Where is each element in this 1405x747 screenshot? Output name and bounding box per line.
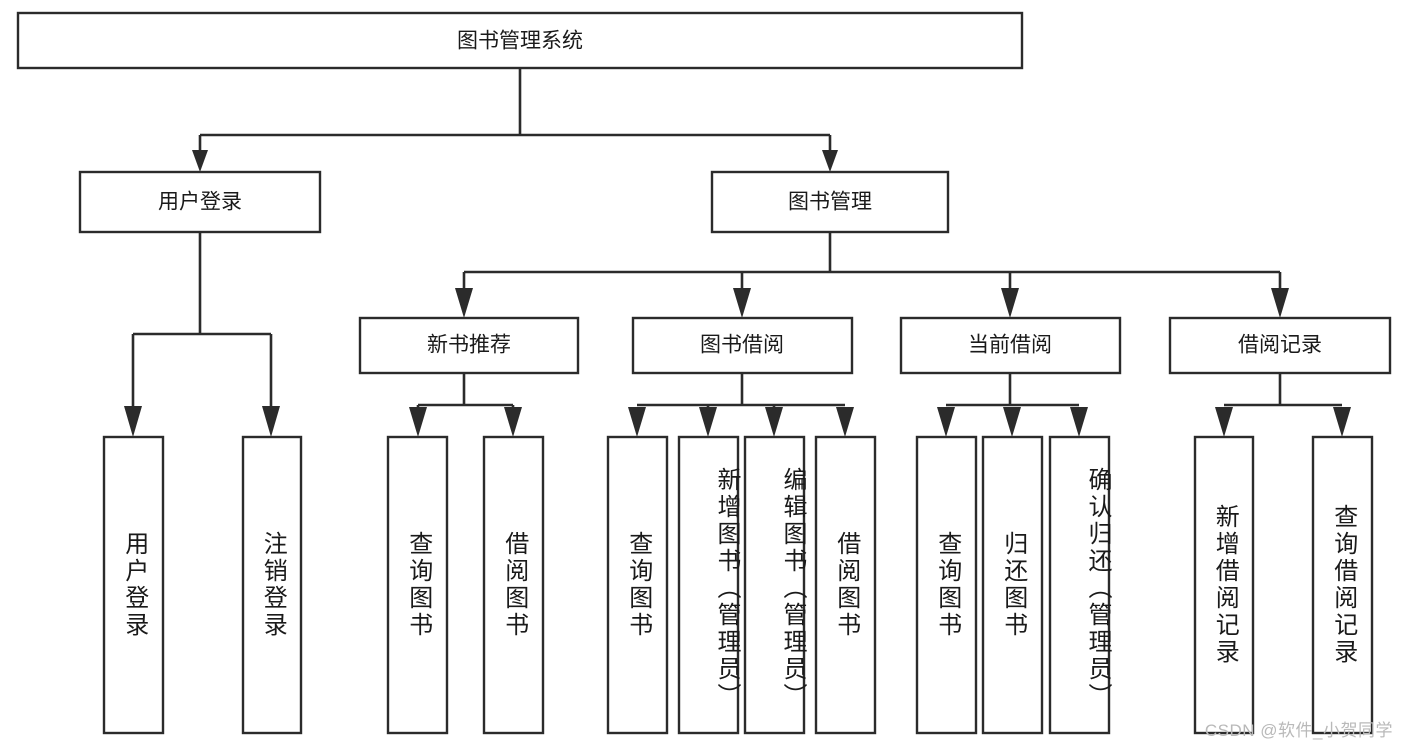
arrow-head-new-book-recommend — [455, 288, 473, 318]
connector-group-book-management — [455, 232, 1289, 318]
arrow-head-book-management — [822, 150, 838, 172]
node-borrow-record[interactable] — [1168, 316, 1392, 375]
node-leaf-confirm-return[interactable] — [1048, 435, 1111, 735]
node-leaf-add-record[interactable] — [1193, 435, 1255, 735]
node-leaf-query-book-2[interactable] — [606, 435, 669, 735]
node-leaf-query-book-3[interactable] — [915, 435, 978, 735]
node-leaf-query-record[interactable] — [1311, 435, 1374, 735]
arrow-head-leaf-borrow-book-1 — [504, 407, 522, 437]
connector-group-root — [192, 68, 838, 172]
arrow-head-leaf-query-book-3 — [937, 407, 955, 437]
node-current-borrow[interactable] — [899, 316, 1122, 375]
arrow-head-leaf-user-login — [124, 406, 142, 437]
node-new-book-recommend[interactable] — [358, 316, 580, 375]
node-user-login-label: 用户登录 — [158, 191, 242, 214]
arrow-head-current-borrow — [1001, 288, 1019, 318]
node-leaf-user-login[interactable] — [102, 435, 165, 735]
arrow-head-leaf-add-book — [699, 407, 717, 437]
connector-group-new-book-recommend — [409, 373, 522, 437]
node-leaf-edit-book[interactable] — [743, 435, 806, 735]
node-book-management[interactable] — [710, 170, 950, 234]
node-book-borrow[interactable] — [631, 316, 854, 375]
node-user-login[interactable] — [78, 170, 322, 234]
node-current-borrow-label: 当前借阅 — [968, 334, 1052, 357]
arrow-head-leaf-return-book — [1003, 407, 1021, 437]
arrow-head-leaf-edit-book — [765, 407, 783, 437]
node-leaf-user-logout[interactable] — [241, 435, 303, 735]
node-borrow-record-label: 借阅记录 — [1238, 334, 1322, 357]
connector-group-book-borrow — [628, 373, 854, 437]
connector-group-current-borrow — [937, 373, 1088, 437]
node-leaf-borrow-book-2[interactable] — [814, 435, 877, 735]
node-book-borrow-label: 图书借阅 — [700, 334, 784, 357]
node-root[interactable] — [16, 11, 1024, 70]
node-leaf-query-book-1[interactable] — [386, 435, 449, 735]
arrow-head-leaf-borrow-book-2 — [836, 407, 854, 437]
watermark-text: CSDN @软件_小贺同学 — [1204, 721, 1393, 740]
arrow-head-borrow-record — [1271, 288, 1289, 318]
node-leaf-add-book[interactable] — [677, 435, 740, 735]
node-book-management-label: 图书管理 — [788, 191, 872, 214]
arrow-head-leaf-add-record — [1215, 407, 1233, 437]
arrow-head-leaf-query-book-1 — [409, 407, 427, 437]
arrow-head-leaf-confirm-return — [1070, 407, 1088, 437]
node-leaf-return-book[interactable] — [981, 435, 1044, 735]
node-new-book-recommend-label: 新书推荐 — [427, 334, 511, 357]
arrow-head-book-borrow — [733, 288, 751, 318]
node-root-label: 图书管理系统 — [457, 30, 583, 53]
arrow-head-user-login — [192, 150, 208, 172]
arrow-head-leaf-query-book-2 — [628, 407, 646, 437]
arrow-head-leaf-query-record — [1333, 407, 1351, 437]
node-leaf-borrow-book-1[interactable] — [482, 435, 545, 735]
connector-group-user-login — [124, 232, 280, 437]
connector-group-borrow-record — [1215, 373, 1351, 437]
arrow-head-leaf-user-logout — [262, 406, 280, 437]
